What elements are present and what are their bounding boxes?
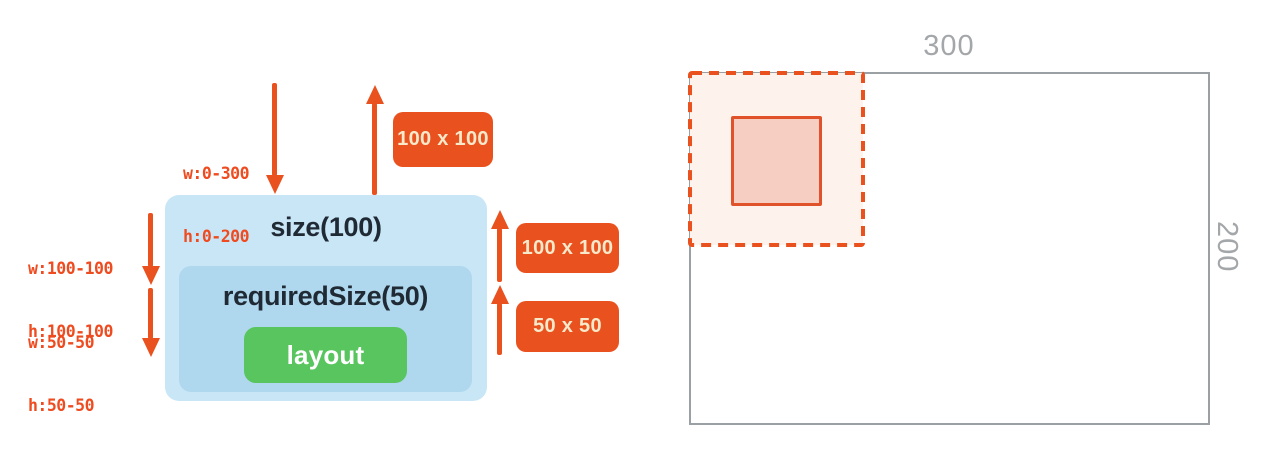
incoming-constraints-height: h:0-200 <box>183 227 250 246</box>
required-size-constraints-width: w:50-50 <box>28 333 95 352</box>
result-size-badge-size: 100 x 100 <box>516 223 619 273</box>
size-constraints-label: w:100-100 h:100-100 <box>28 216 113 384</box>
result-size-badge-top: 100 x 100 <box>393 112 493 167</box>
incoming-constraints-width: w:0-300 <box>183 164 250 183</box>
layout-node-box: layout <box>244 327 407 383</box>
size-modifier-label: size(100) <box>270 212 382 242</box>
result-size-badge-required-size: 50 x 50 <box>516 301 619 352</box>
parent-height-dimension-label: 200 <box>1211 221 1243 273</box>
measured-content-box <box>731 116 822 206</box>
required-size-constraints-label: w:50-50 h:50-50 <box>28 290 95 458</box>
size-constraints-width: w:100-100 <box>28 259 113 278</box>
required-size-constraints-height: h:50-50 <box>28 396 95 415</box>
parent-width-dimension-label: 300 <box>923 30 975 62</box>
required-size-modifier-label: requiredSize(50) <box>222 281 429 311</box>
incoming-constraints-label: w:0-300 h:0-200 <box>183 121 250 289</box>
layout-node-label: layout <box>286 339 365 370</box>
size-constraints-height: h:100-100 <box>28 322 113 341</box>
